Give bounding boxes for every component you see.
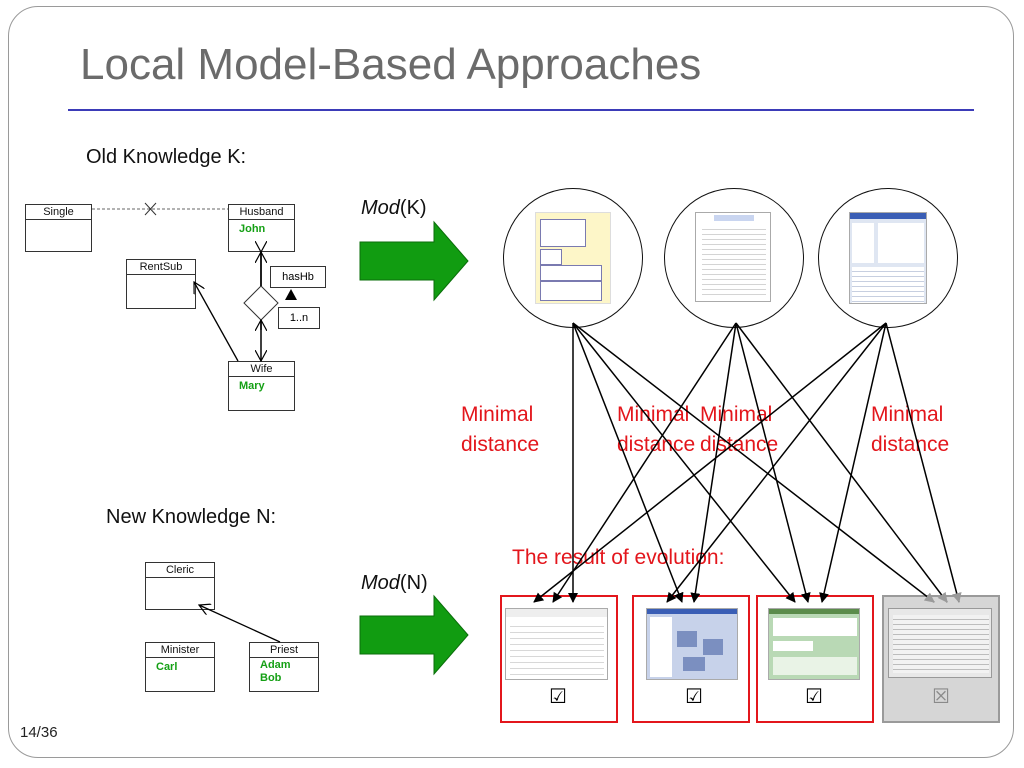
distance-lines-from-model-3 <box>533 322 962 603</box>
label-line: Minimal <box>700 403 773 426</box>
title-rule <box>68 109 974 111</box>
old-knowledge-label: Old Knowledge K: <box>86 146 247 168</box>
distance-lines-from-model-1 <box>568 322 935 603</box>
mod-italic: Mod <box>361 197 400 219</box>
class-name: Wife <box>229 362 294 377</box>
generalization-arrow <box>199 605 281 643</box>
page-number: 14/36 <box>20 724 58 741</box>
class-name: RentSub <box>127 260 195 275</box>
label-line: distance <box>461 433 540 456</box>
distance-lines-from-model-2 <box>552 322 948 603</box>
model-thumbnail-2 <box>695 212 771 302</box>
label-line: distance <box>871 433 950 456</box>
result-thumbnail-1 <box>505 608 608 680</box>
multiplicity-label: 1..n <box>278 307 320 329</box>
mod-n-arrow-icon <box>359 594 469 676</box>
label-line: distance <box>700 433 779 456</box>
direction-triangle-icon <box>285 289 297 300</box>
checkbox-crossed-icon: ☒ <box>932 684 950 708</box>
result-box-3 <box>756 595 874 723</box>
class-name: Priest <box>250 643 318 658</box>
uml-class-single: Single <box>25 204 92 252</box>
uml-class-cleric: Cleric <box>145 562 215 610</box>
minimal-distance-label-4: Minimal distance <box>871 400 949 460</box>
evolution-result-label: The result of evolution: <box>512 546 725 569</box>
mod-arg: (K) <box>399 197 427 219</box>
instance-name: Bob <box>260 672 282 684</box>
disjoint-line <box>92 202 228 216</box>
mod-arg: (N) <box>399 572 428 594</box>
class-name: Cleric <box>146 563 214 578</box>
minimal-distance-label-3: Minimal distance <box>700 400 778 460</box>
mod-k-label: Mod(K) <box>361 197 427 220</box>
result-thumbnail-3 <box>768 608 860 680</box>
instance-name: Adam <box>260 659 291 671</box>
uml-class-priest: Priest Adam Bob <box>249 642 319 692</box>
instance-name: Adam Bob <box>250 658 318 685</box>
model-thumbnail-1 <box>535 212 611 304</box>
result-thumbnail-2 <box>646 608 738 680</box>
checkbox-checked-icon: ☑ <box>685 684 703 708</box>
instance-name: John <box>239 223 266 235</box>
label-line: Minimal <box>871 403 944 426</box>
minimal-distance-label-1: Minimal distance <box>461 400 539 460</box>
new-knowledge-label: New Knowledge N: <box>106 506 277 528</box>
mod-n-label: Mod(N) <box>361 572 428 595</box>
association-diamond <box>243 252 297 361</box>
checkbox-checked-icon: ☑ <box>549 684 567 708</box>
label-line: Minimal <box>617 403 690 426</box>
checkbox-checked-icon: ☑ <box>805 684 823 708</box>
mod-italic: Mod <box>361 572 400 594</box>
uml-class-rentsub: RentSub <box>126 259 196 309</box>
label-line: Minimal <box>461 403 534 426</box>
uml-class-minister: Minister Carl <box>145 642 215 692</box>
class-name: Minister <box>146 643 214 658</box>
slide-title: Local Model-Based Approaches <box>80 40 702 89</box>
instance-name: Carl <box>156 661 178 673</box>
class-name: Husband <box>229 205 294 220</box>
generalization-arrow <box>194 282 239 362</box>
class-name: Single <box>26 205 91 220</box>
model-thumbnail-3 <box>849 212 927 304</box>
mod-k-arrow-icon <box>359 220 469 302</box>
result-thumbnail-rejected <box>888 608 992 678</box>
instance-name: Mary <box>239 380 265 392</box>
association-label-hashb: hasHb <box>270 266 326 288</box>
slide-frame <box>8 6 1014 758</box>
